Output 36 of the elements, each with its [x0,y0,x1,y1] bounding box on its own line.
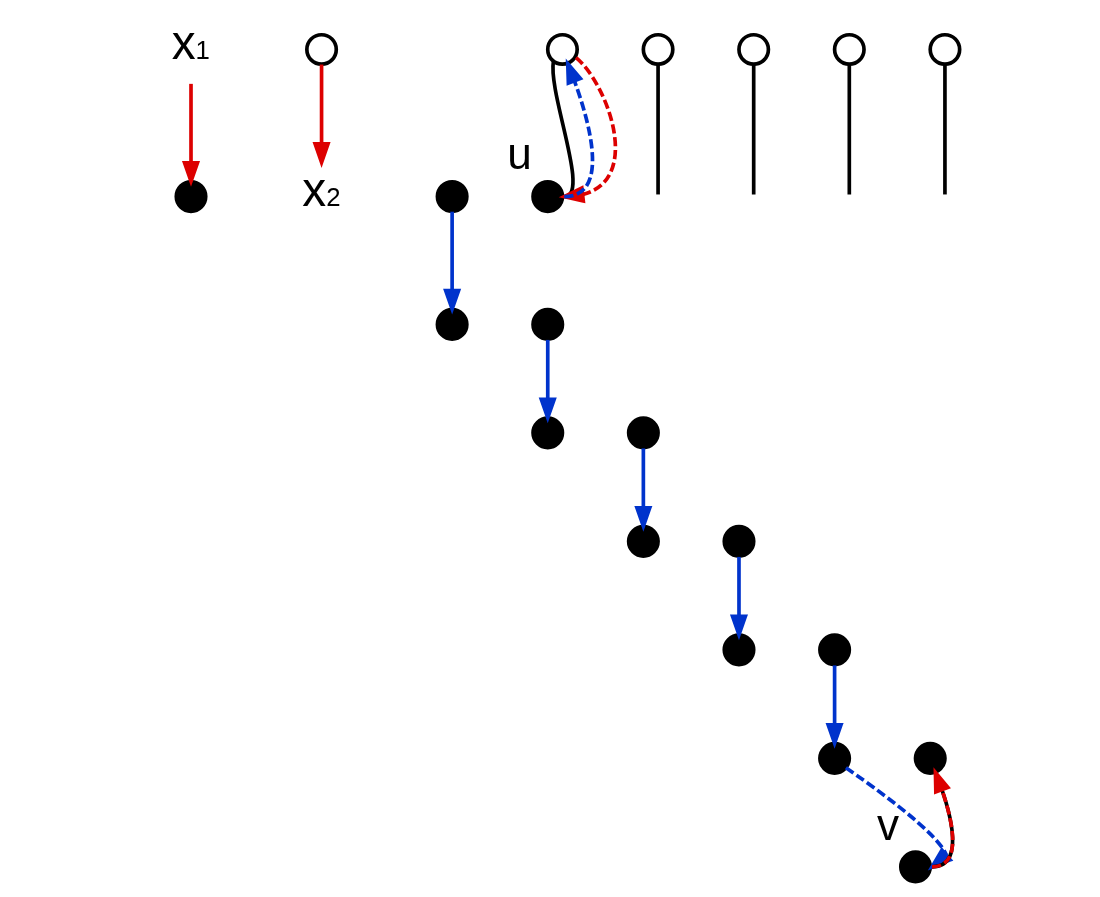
connector [655,64,660,195]
node-circle [304,32,338,67]
node-circle [913,741,947,775]
node-circle [817,633,851,667]
node-circle [721,633,756,667]
arrow [825,665,844,749]
node-circle [898,850,932,884]
node-circle [530,416,564,450]
node-circle [721,524,756,558]
arrow [181,83,200,187]
node-circle [641,32,675,67]
node-circle [435,307,469,341]
node-circle [927,32,961,67]
connector [942,64,947,195]
node-circle [736,32,770,67]
arrow [312,64,331,168]
arrow [442,211,461,315]
arrow [729,556,748,641]
node-circle [545,32,579,67]
node-label: u [506,129,532,179]
node-circle [626,416,660,450]
node-circle [435,180,469,214]
node-text: x2 [301,163,340,217]
connector [846,64,851,195]
arrow [538,339,557,424]
node-text: x1 [171,16,210,70]
node-circle [173,180,208,214]
node-circle [626,524,660,558]
node-circle [530,180,564,214]
node-circle [530,307,564,341]
connector [751,64,756,195]
arrow [633,448,652,532]
node-circle [817,741,851,775]
arrow [563,58,594,199]
node-label: v [876,799,899,849]
node-circle [832,32,866,67]
